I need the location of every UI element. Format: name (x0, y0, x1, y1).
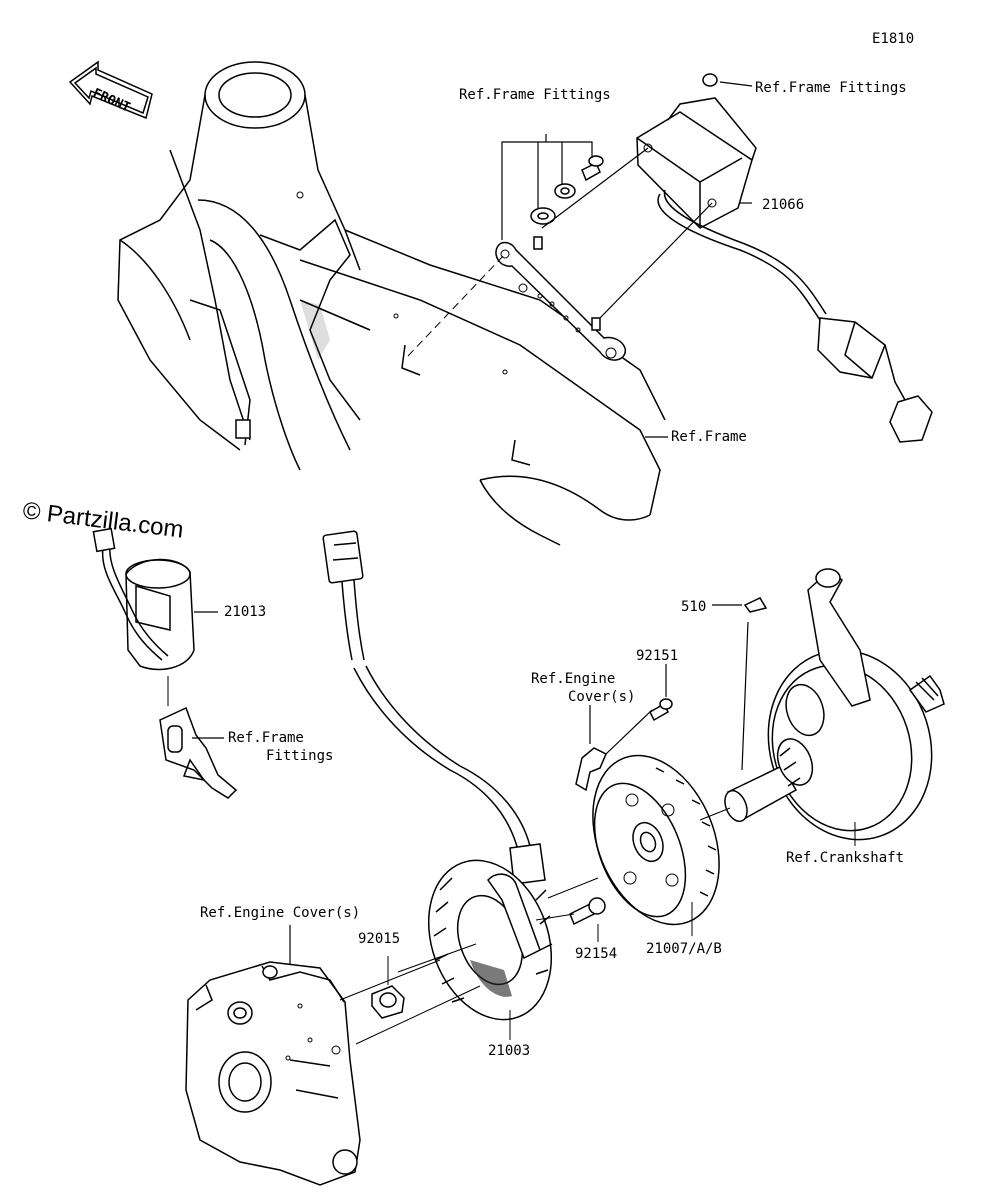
label-ref-crankshaft: Ref.Crankshaft (786, 850, 904, 866)
label-21013[interactable]: 21013 (224, 604, 266, 620)
wire-clamp (575, 705, 653, 792)
engine-cover (185, 925, 361, 1186)
frame-illustration (117, 61, 666, 546)
label-ref-frame-fittings-nut: Ref.Frame Fittings (755, 80, 907, 96)
label-ref-engine-cover-right-2: Cover(s) (568, 689, 635, 705)
label-92154[interactable]: 92154 (575, 946, 617, 962)
label-21003[interactable]: 21003 (488, 1043, 530, 1059)
front-arrow-icon: FRONT (68, 60, 153, 120)
label-ref-frame: Ref.Frame (671, 429, 747, 445)
regulator-bracket (159, 706, 238, 799)
label-92015[interactable]: 92015 (358, 931, 400, 947)
label-21066[interactable]: 21066 (762, 197, 804, 213)
label-ref-frame-fittings-left-1: Ref.Frame (228, 730, 304, 746)
bolt-92151 (649, 664, 673, 722)
label-510[interactable]: 510 (681, 599, 706, 615)
frame-fittings (501, 134, 604, 240)
stator-harness (322, 530, 546, 885)
regulator-rectifier (92, 527, 218, 706)
woodruff-key (712, 597, 768, 771)
mounting-bracket (495, 236, 626, 361)
label-ref-engine-cover-right-1: Ref.Engine (531, 671, 615, 687)
label-ref-frame-fittings-top: Ref.Frame Fittings (459, 87, 611, 103)
ecu-unit (636, 73, 933, 443)
label-92151[interactable]: 92151 (636, 648, 678, 664)
nut-92015 (371, 956, 405, 1019)
flywheel-rotor (592, 754, 720, 936)
label-21007[interactable]: 21007/A/B (646, 941, 722, 957)
bolt-92154 (569, 897, 606, 942)
label-ref-engine-cover-left: Ref.Engine Cover(s) (200, 905, 360, 921)
stator (427, 859, 553, 1040)
label-ref-frame-fittings-left-2: Fittings (266, 748, 333, 764)
diagram-code: E1810 (872, 31, 914, 47)
crankshaft (724, 568, 945, 846)
